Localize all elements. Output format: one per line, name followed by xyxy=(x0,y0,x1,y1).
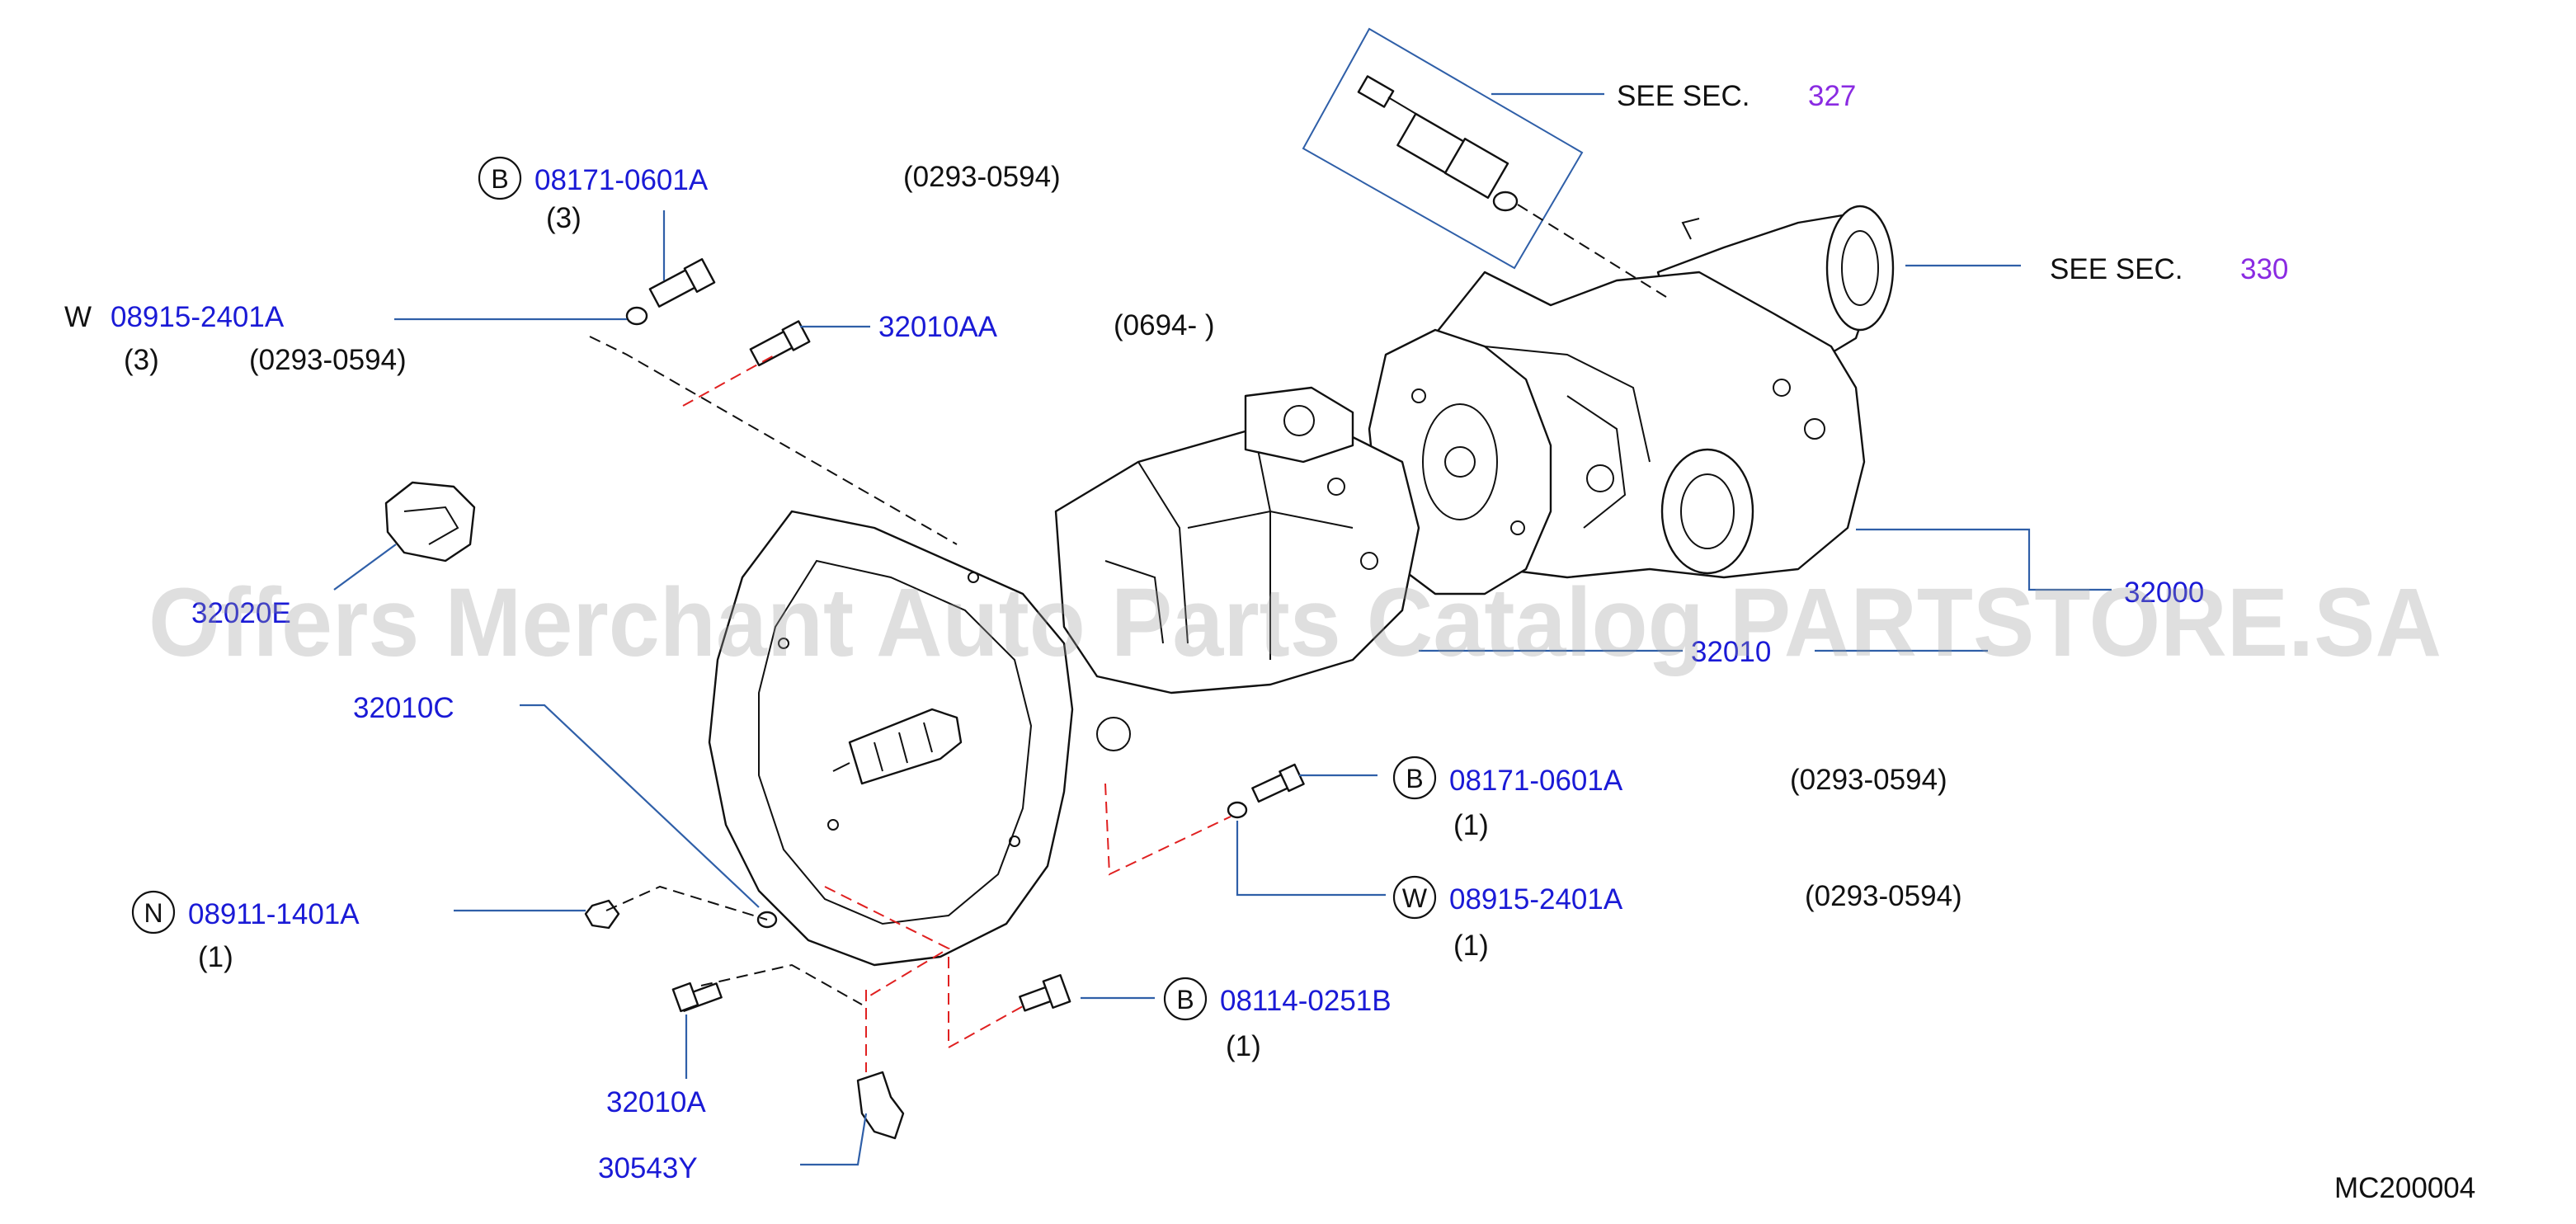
marker-b-letter: B xyxy=(491,164,508,194)
marker-b-circle xyxy=(478,156,522,200)
bell-housing xyxy=(708,510,1131,967)
transmission-mount xyxy=(384,481,476,563)
see-sec-327-link[interactable]: 327 xyxy=(1808,80,1856,112)
sheet-code: MC200004 xyxy=(2334,1172,2475,1204)
marker-n-letter: N xyxy=(144,898,162,928)
part-32010A[interactable]: 32010A xyxy=(606,1086,706,1118)
part-08171-0601A-mid[interactable]: 08171-0601A xyxy=(1449,765,1623,797)
transmission-illustration xyxy=(384,27,1895,1140)
part-32010[interactable]: 32010 xyxy=(1691,636,1771,668)
part-08171-0601A-top[interactable]: 08171-0601A xyxy=(535,164,709,196)
marker-b-letter-mid: B xyxy=(1406,764,1423,793)
speed-sensor-parts xyxy=(1357,75,1519,212)
part-32010C[interactable]: 32010C xyxy=(353,692,454,724)
marker-b-circle-mid xyxy=(1392,756,1437,800)
part-32010AA[interactable]: 32010AA xyxy=(878,311,998,343)
note-08915-2401A-top: (0293-0594) xyxy=(249,344,407,376)
main-case xyxy=(1054,386,1420,694)
part-32000[interactable]: 32000 xyxy=(2124,577,2204,609)
note-08171-0601A-mid: (0293-0594) xyxy=(1790,764,1947,796)
part-32020E[interactable]: 32020E xyxy=(191,597,291,629)
hardware-top xyxy=(625,258,811,367)
qty-08171-0601A-top: (3) xyxy=(546,202,582,234)
qty-08114-0251B: (1) xyxy=(1226,1030,1261,1062)
see-sec-330-link[interactable]: 330 xyxy=(2240,253,2288,285)
marker-b-circle-low xyxy=(1163,977,1208,1021)
note-32010AA: (0694- ) xyxy=(1114,309,1215,341)
part-08915-2401A-top[interactable]: 08915-2401A xyxy=(111,301,285,333)
part-30543Y[interactable]: 30543Y xyxy=(598,1152,698,1184)
marker-w-circle-mid xyxy=(1392,875,1437,920)
marker-w-letter-mid: W xyxy=(1402,883,1428,913)
marker-b-letter-low: B xyxy=(1176,985,1194,1015)
qty-08171-0601A-mid: (1) xyxy=(1453,809,1489,841)
see-sec-327-prefix: SEE SEC. xyxy=(1617,80,1750,112)
qty-08915-2401A-top: (3) xyxy=(124,344,159,376)
watermark: Offers Merchant Auto Parts Catalog PARTS… xyxy=(148,568,2442,677)
part-08114-0251B[interactable]: 08114-0251B xyxy=(1220,985,1392,1017)
qty-08911-1401A: (1) xyxy=(198,941,233,973)
hardware-low xyxy=(584,899,1071,1140)
inset-box xyxy=(1302,27,1584,270)
marker-n-circle xyxy=(131,890,176,934)
see-sec-330-prefix: SEE SEC. xyxy=(2050,253,2183,285)
assembly-dash-lines xyxy=(589,204,1667,1072)
qty-08915-2401A-mid: (1) xyxy=(1453,930,1489,962)
note-08915-2401A-mid: (0293-0594) xyxy=(1805,880,1962,912)
hardware-mid xyxy=(1227,763,1305,819)
part-08911-1401A[interactable]: 08911-1401A xyxy=(188,898,360,930)
leader-lines xyxy=(333,92,2112,1166)
marker-w-letter: W xyxy=(64,301,92,333)
note-08171-0601A-top: (0293-0594) xyxy=(903,161,1061,193)
part-08915-2401A-mid[interactable]: 08915-2401A xyxy=(1449,883,1623,916)
